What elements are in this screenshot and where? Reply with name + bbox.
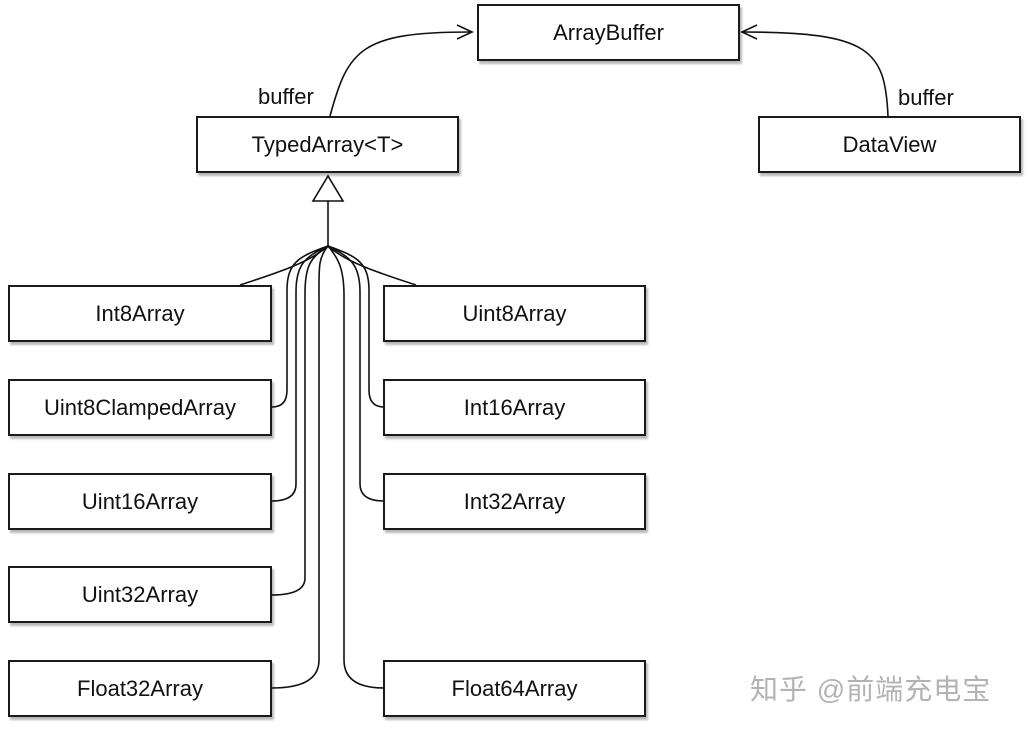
edge-int16 (327, 245, 385, 408)
edge-uint8-clamped (271, 245, 329, 408)
edge-uint32 (271, 245, 329, 596)
node-int8-array: Int8Array (8, 285, 272, 342)
watermark-text: 知乎 @前端充电宝 (750, 674, 992, 705)
node-array-buffer-label: ArrayBuffer (553, 19, 664, 45)
node-float64-array: Float64Array (383, 660, 646, 717)
typed-array-buffer-edge (329, 31, 471, 117)
node-int32-array-label: Int32Array (463, 488, 566, 514)
node-uint32-array-label: Uint32Array (81, 581, 199, 607)
node-uint32-array: Uint32Array (8, 566, 272, 623)
node-float32-array: Float32Array (8, 660, 272, 717)
node-uint16-array: Uint16Array (8, 473, 272, 530)
edge-label-typed-array-buffer: buffer (258, 84, 314, 109)
edge-label-data-view-buffer: buffer (898, 85, 954, 110)
node-float32-array-label: Float32Array (77, 675, 203, 701)
node-uint16-array-label: Uint16Array (81, 488, 199, 514)
node-int16-array-label: Int16Array (463, 394, 566, 420)
edge-float64 (327, 245, 385, 689)
edge-int32 (327, 245, 385, 502)
node-int8-array-label: Int8Array (95, 300, 185, 326)
node-typed-array: TypedArray<T> (196, 116, 459, 173)
node-uint8-clamped-array: Uint8ClampedArray (8, 379, 272, 436)
node-typed-array-label: TypedArray<T> (251, 131, 404, 157)
inheritance-triangle (311, 174, 345, 202)
data-view-buffer-arrowhead (740, 24, 758, 40)
edge-float32 (271, 245, 329, 689)
node-array-buffer: ArrayBuffer (477, 4, 740, 61)
node-data-view-label: DataView (842, 131, 937, 157)
data-view-buffer-edge (741, 31, 889, 117)
node-data-view: DataView (758, 116, 1021, 173)
typed-array-buffer-arrowhead (456, 24, 474, 40)
node-float64-array-label: Float64Array (451, 675, 578, 701)
node-uint8-array: Uint8Array (383, 285, 646, 342)
edge-uint16 (271, 245, 329, 502)
node-int16-array: Int16Array (383, 379, 646, 436)
node-uint8-array-label: Uint8Array (462, 300, 567, 326)
node-int32-array: Int32Array (383, 473, 646, 530)
node-uint8-clamped-array-label: Uint8ClampedArray (44, 394, 236, 420)
